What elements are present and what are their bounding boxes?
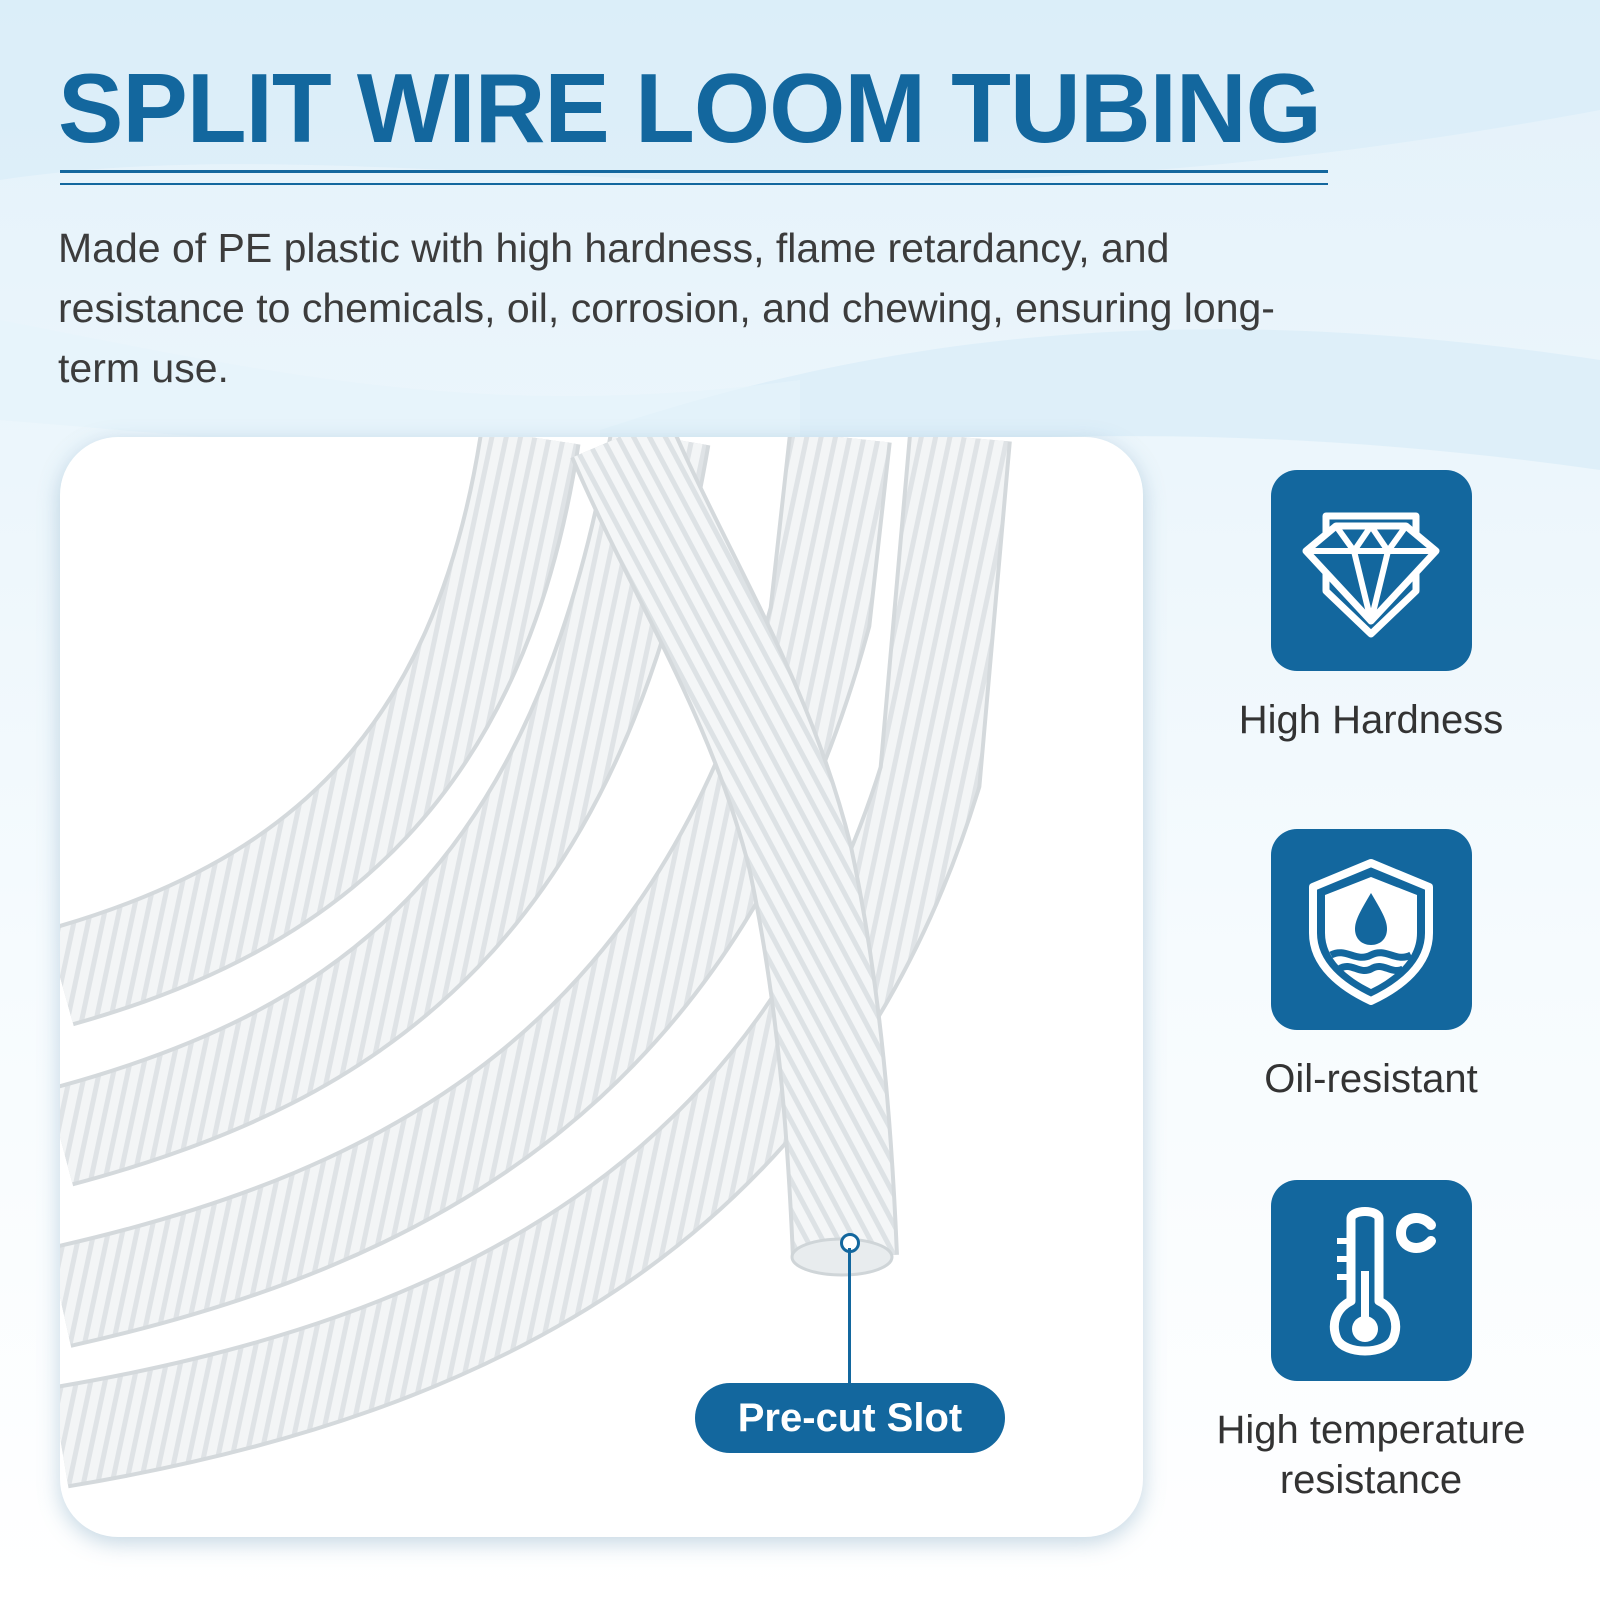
page-title: SPLIT WIRE LOOM TUBING [58,53,1322,163]
feature-label: Oil-resistant [1264,1057,1478,1101]
thermometer-celsius-icon [1329,1206,1436,1355]
feature-high-temperature: High temperature resistance [1170,1180,1572,1505]
diamond-shield-icon [1302,512,1440,637]
coiled-tubing-image [60,437,1012,1489]
title-underline-thin [60,183,1328,185]
callout-line [848,1248,851,1383]
title-underline [60,170,1328,173]
product-description: Made of PE plastic with high hardness, f… [58,225,1275,391]
feature-label: High Hardness [1238,698,1504,742]
feature-icon-box [1270,470,1472,671]
feature-label: High temperature resistance [1216,1408,1526,1502]
feature-icon-box [1270,829,1472,1030]
product-photo: Pre-cut Slot [60,437,1143,1537]
feature-icon-box [1270,1180,1472,1381]
pre-cut-slot-label: Pre-cut Slot [695,1383,1005,1453]
feature-high-hardness: High Hardness [1170,470,1572,745]
oil-drop-shield-icon [1309,858,1433,1005]
feature-oil-resistant: Oil-resistant [1170,829,1572,1104]
